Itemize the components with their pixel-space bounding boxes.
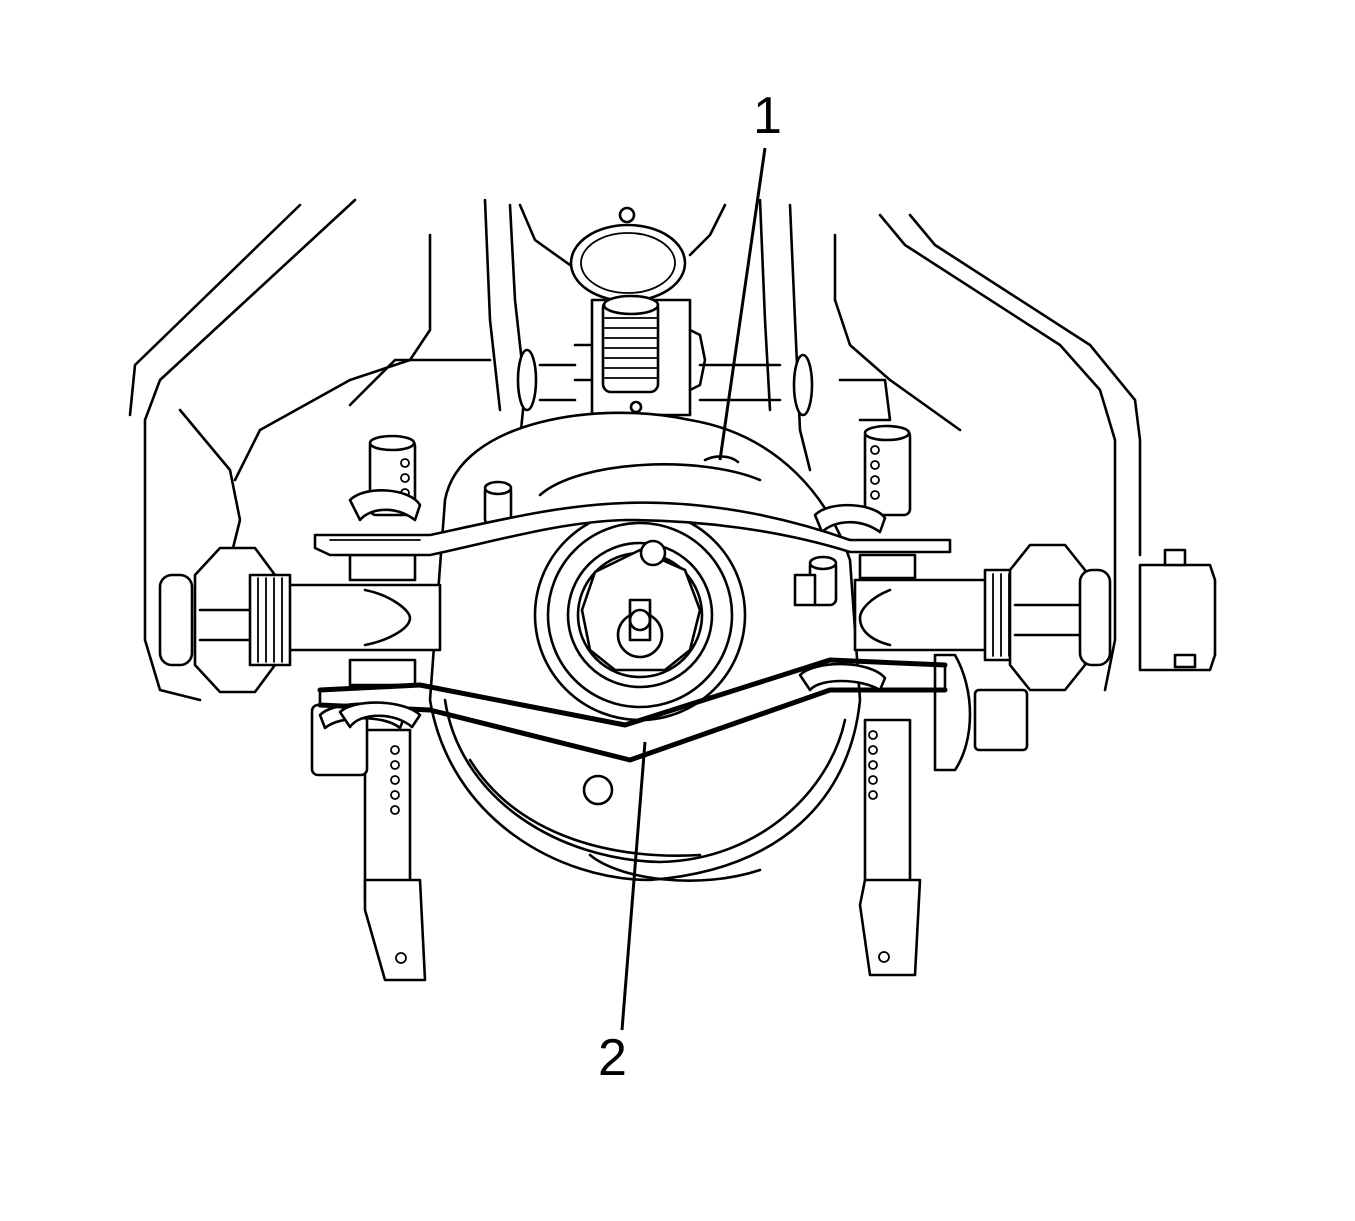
left-hub-nut — [158, 546, 292, 694]
callout-2-leader — [620, 741, 647, 1031]
left-axle-tube — [273, 553, 442, 687]
right-hub-nut — [983, 543, 1217, 692]
callout-1-label: 1 — [753, 87, 782, 145]
upper-support-bar — [313, 501, 952, 557]
callout-2-label: 2 — [598, 1029, 627, 1087]
lower-support-bar — [317, 657, 948, 763]
crossmember — [348, 203, 892, 422]
callout-1-leader — [718, 147, 767, 461]
right-axle-tube — [853, 553, 1002, 652]
left-ubolt — [310, 434, 427, 982]
jounce-bumper — [569, 223, 707, 417]
stud-right — [793, 555, 838, 607]
right-frame-rail — [758, 198, 1142, 692]
